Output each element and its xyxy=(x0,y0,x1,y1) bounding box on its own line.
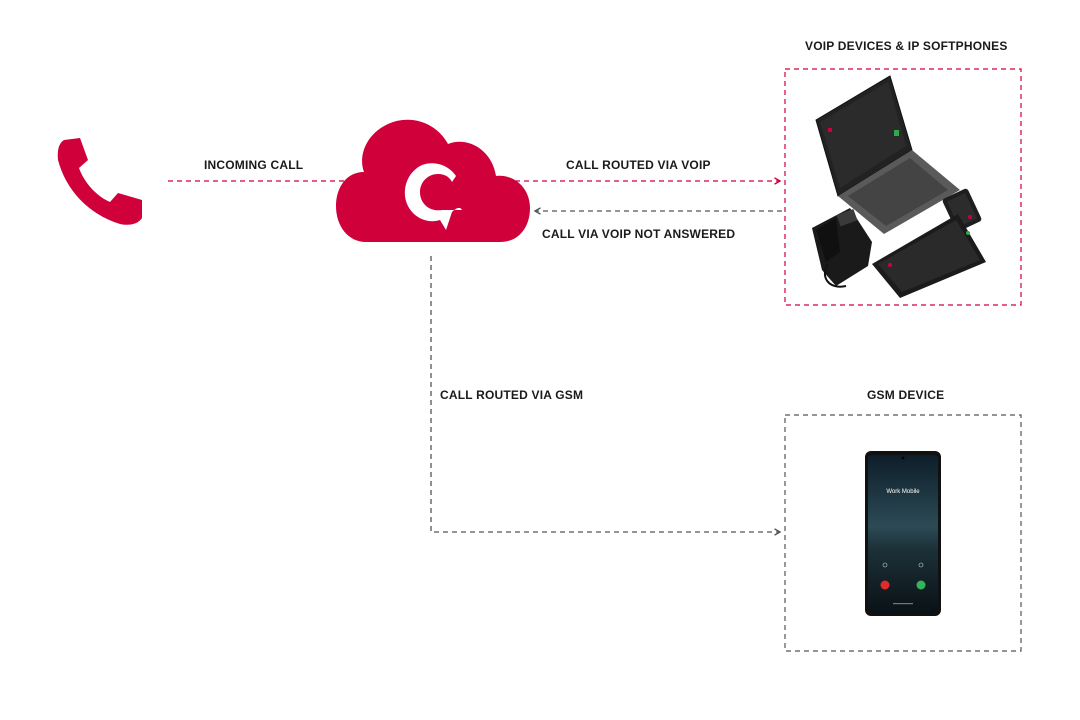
gsm-device-box xyxy=(784,414,1022,652)
voip-devices-box xyxy=(784,68,1022,306)
call-routed-gsm-label: CALL ROUTED VIA GSM xyxy=(440,388,584,402)
cloud-logo-icon xyxy=(336,119,530,242)
accept-call-icon xyxy=(916,580,926,590)
call-routed-voip-label: CALL ROUTED VIA VOIP xyxy=(566,158,711,172)
phone-handset-icon xyxy=(57,138,142,225)
laptop-tablet-deskphone-icon xyxy=(812,75,986,298)
incoming-call-label: INCOMING CALL xyxy=(204,158,304,172)
caller-name: Work Mobile xyxy=(886,489,920,495)
gsm-device-title: GSM DEVICE xyxy=(867,388,945,402)
call-voip-not-answered-label: CALL VIA VOIP NOT ANSWERED xyxy=(542,227,736,241)
smartphone-icon: Work Mobile xyxy=(865,451,941,616)
voip-devices-title: VOIP DEVICES & IP SOFTPHONES xyxy=(805,39,1008,53)
gsm-route-arrow xyxy=(430,256,782,536)
decline-call-icon xyxy=(880,580,890,590)
